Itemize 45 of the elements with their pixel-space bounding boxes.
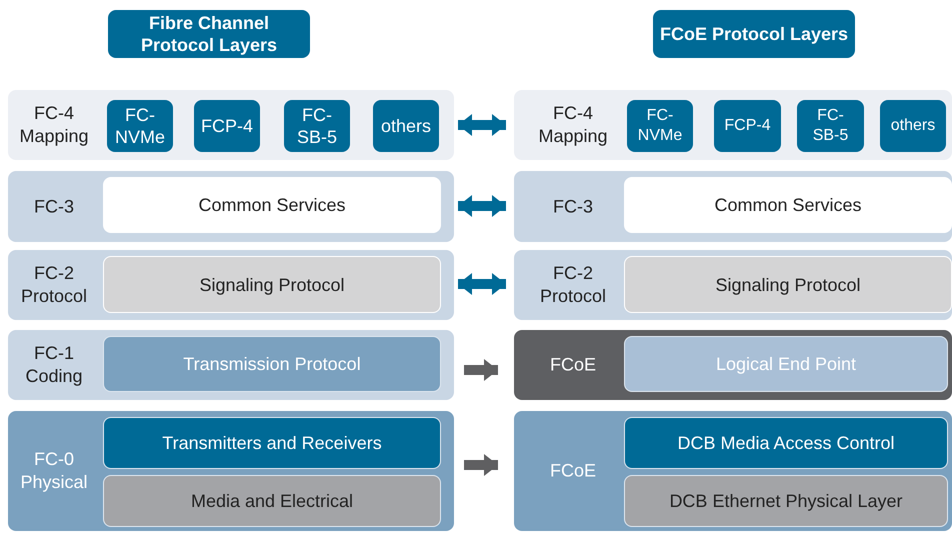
- arrow: [458, 114, 506, 136]
- function-box: DCB Ethernet Physical Layer: [624, 475, 948, 527]
- protocol-box: others: [880, 100, 946, 152]
- layer-band: [514, 90, 952, 160]
- layer-label: FC-0 Physical: [19, 448, 89, 494]
- layer-label: FC-2 Protocol: [20, 262, 88, 308]
- column-header: FCoE Protocol Layers: [653, 10, 855, 58]
- layer-label: FCoE: [548, 354, 597, 376]
- layer-label: FC-4 Mapping: [18, 102, 90, 148]
- function-box: Transmitters and Receivers: [103, 417, 441, 469]
- layer-band: [514, 330, 952, 400]
- function-box: Signaling Protocol: [103, 256, 441, 313]
- function-box: Logical End Point: [624, 336, 948, 392]
- layer-band: [8, 250, 454, 320]
- function-box: DCB Media Access Control: [624, 417, 948, 469]
- protocol-box: FC- NVMe: [107, 100, 173, 152]
- layer-band: [8, 330, 454, 400]
- layer-band: [514, 171, 952, 242]
- arrow: [458, 273, 506, 295]
- layer-band: [514, 411, 952, 531]
- layer-band: [514, 250, 952, 320]
- layer-label: FC-3: [552, 195, 594, 218]
- arrow: [464, 359, 498, 381]
- layer-label: FC-3: [33, 195, 75, 218]
- layer-label: FC-2 Protocol: [538, 262, 608, 308]
- layer-label: FC-4 Mapping: [537, 102, 609, 148]
- protocol-box: FCP-4: [714, 100, 781, 152]
- function-box: Transmission Protocol: [103, 336, 441, 392]
- arrow: [464, 454, 498, 476]
- function-box: Common Services: [103, 177, 441, 233]
- arrow: [458, 195, 506, 217]
- column-header: Fibre Channel Protocol Layers: [108, 10, 310, 58]
- layer-band: [8, 90, 454, 160]
- layer-band: [8, 171, 454, 242]
- protocol-box: FCP-4: [194, 100, 260, 152]
- protocol-box: FC- NVMe: [627, 100, 693, 152]
- layer-label: FC-1 Coding: [24, 342, 84, 388]
- layer-label: FCoE: [548, 460, 597, 482]
- layer-band: [8, 411, 454, 531]
- protocol-box: others: [373, 100, 439, 152]
- function-box: Signaling Protocol: [624, 256, 952, 313]
- protocol-box: FC- SB-5: [797, 100, 864, 152]
- function-box: Common Services: [624, 177, 952, 233]
- protocol-box: FC- SB-5: [284, 100, 350, 152]
- function-box: Media and Electrical: [103, 475, 441, 527]
